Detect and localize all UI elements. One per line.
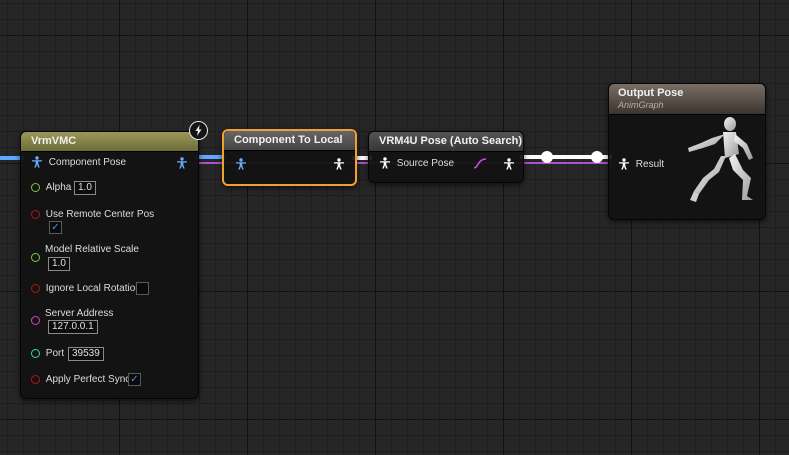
use-remote-center-pos-label: Use Remote Center Pos [45,209,155,220]
person-icon [379,157,391,169]
bool-pin-icon[interactable] [31,374,40,384]
wire-reroute-knot[interactable] [591,151,603,163]
person-icon[interactable] [503,158,515,170]
string-pin-icon[interactable] [31,316,40,325]
server-address-pin-row[interactable] [31,308,40,325]
alpha-label: Alpha [45,182,72,193]
running-mannequin-icon [681,114,763,214]
person-icon [31,156,43,168]
alpha-input[interactable]: 1.0 [74,181,96,195]
float-pin-icon[interactable] [31,182,40,192]
source-pose-pin-row[interactable]: Source Pose [379,157,454,169]
result-pin-row[interactable]: Result [618,158,664,170]
apply-perfect-sync-checkbox[interactable]: ✓ [128,373,141,386]
output-pose-node[interactable]: Output Pose AnimGraph Result [608,83,766,220]
vrmvmc-node[interactable]: VrmVMC Component Pose Alpha 1.0 Use Remo… [20,131,199,399]
ignore-local-rotation-label: Ignore Local Rotation [45,283,141,294]
alpha-pin-row[interactable]: Alpha [31,182,71,193]
component-to-local-node[interactable]: Component To Local [222,129,357,186]
ignore-local-rotation-checkbox[interactable] [136,282,149,295]
port-label: Port [45,348,65,359]
int-pin-icon[interactable] [31,348,40,358]
component-pose-pin-row[interactable]: Component Pose [31,156,126,168]
component-pose-label: Component Pose [48,156,127,168]
curve-icon [473,157,487,170]
person-icon [618,158,630,170]
output-pose-header: Output Pose AnimGraph [609,84,765,115]
output-pose-node-subtitle: AnimGraph [618,100,664,110]
port-pin-row[interactable]: Port [31,348,64,359]
server-address-input[interactable]: 127.0.0.1 [48,320,98,334]
output-pose-node-title: Output Pose [618,87,684,99]
model-relative-scale-label: Model Relative Scale [45,244,139,255]
person-icon[interactable] [235,158,247,170]
port-input[interactable]: 39539 [68,347,104,361]
model-relative-scale-pin-row[interactable] [31,245,40,262]
result-label: Result [635,158,665,170]
wire-reroute-knot[interactable] [541,151,553,163]
apply-perfect-sync-label: Apply Perfect Sync [45,374,131,385]
source-pose-label: Source Pose [396,157,455,169]
vrmvmc-node-title: VrmVMC [21,132,198,152]
bool-pin-icon[interactable] [31,209,40,219]
component-to-local-node-title: Component To Local [224,131,355,151]
person-icon[interactable] [176,157,188,169]
person-icon[interactable] [333,158,345,170]
vrm4u-pose-node[interactable]: VRM4U Pose (Auto Search) Source Pose [368,131,524,183]
model-relative-scale-input[interactable]: 1.0 [48,257,70,271]
server-address-label: Server Address [45,308,114,319]
ignore-local-rotation-pin-row[interactable]: Ignore Local Rotation [31,283,141,294]
apply-perfect-sync-pin-row[interactable]: Apply Perfect Sync [31,374,130,385]
vrm4u-pose-node-title: VRM4U Pose (Auto Search) [369,132,523,152]
bool-pin-icon[interactable] [31,283,40,293]
lightning-icon [189,121,208,140]
float-pin-icon[interactable] [31,253,40,262]
use-remote-center-pos-pin-row[interactable]: Use Remote Center Pos [31,209,154,220]
use-remote-center-pos-checkbox[interactable]: ✓ [49,221,62,234]
